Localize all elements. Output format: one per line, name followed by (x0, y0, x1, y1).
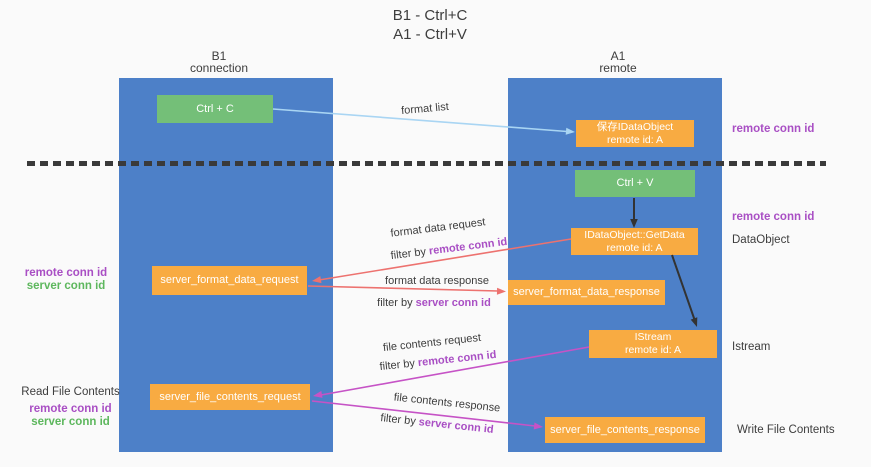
column-b1-name: B1 (211, 49, 227, 63)
column-a1-name: A1 (610, 49, 626, 63)
server-file-contents-request-label: server_file_contents_request (159, 390, 301, 403)
title-line-1: B1 - Ctrl+C (392, 7, 468, 24)
copy-paste-separator-line (27, 161, 826, 166)
node-server-format-data-request: server_format_data_request (152, 266, 307, 295)
getdata-line1: IDataObject::GetData (584, 228, 685, 241)
left-label-group-format: remote conn id server conn id (20, 267, 112, 293)
right-label-remote-conn-id-mid: remote conn id (732, 211, 815, 223)
title-line-2: A1 - Ctrl+V (393, 26, 467, 43)
server-file-contents-response-label: server_file_contents_response (550, 423, 700, 436)
filter-by-text-1: filter by (390, 245, 427, 263)
arrow-format-data-response (307, 285, 506, 295)
column-a1-subtitle: remote (599, 61, 637, 75)
save-idataobject-line1: 保存IDataObject (596, 120, 674, 133)
column-header-b1: B1 connection (149, 50, 289, 74)
filter-remote-conn-id-2: remote conn id (417, 348, 497, 370)
filter-by-text-4: filter by (379, 412, 417, 428)
filter-by-text-2: filter by (377, 297, 413, 309)
left-label-read-file-contents: Read File Contents (21, 386, 120, 398)
flow-label-format-list: format list (400, 100, 450, 118)
diagram-title: B1 - Ctrl+C A1 - Ctrl+V (330, 6, 530, 44)
node-server-file-contents-response: server_file_contents_response (545, 417, 705, 443)
right-label-istream: Istream (732, 341, 771, 353)
right-label-remote-conn-id-top: remote conn id (732, 123, 815, 135)
node-istream: IStream remote id: A (589, 330, 717, 358)
istream-line1: IStream (634, 331, 672, 343)
flow-label-format-data-request: format data request (389, 216, 487, 240)
flow-label-format-data-response: format data response (385, 275, 489, 287)
left-label-server-conn-id-1: server conn id (26, 280, 106, 292)
filter-remote-conn-id-1: remote conn id (428, 235, 508, 258)
node-save-idataobject: 保存IDataObject remote id: A (576, 120, 694, 147)
getdata-line2: remote id: A (606, 241, 663, 254)
column-header-a1: A1 remote (548, 50, 688, 74)
filter-server-conn-id-1: server conn id (415, 297, 491, 309)
server-format-data-request-label: server_format_data_request (160, 274, 299, 286)
ctrl-c-label: Ctrl + C (196, 102, 234, 115)
istream-line2: remote id: A (624, 344, 682, 356)
node-server-format-data-response: server_format_data_response (508, 280, 665, 305)
left-label-remote-conn-id-1: remote conn id (24, 267, 108, 279)
save-idataobject-line2: remote id: A (606, 133, 664, 146)
column-b1-subtitle: connection (189, 61, 249, 75)
node-ctrl-c: Ctrl + C (157, 95, 273, 123)
filter-by-text-3: filter by (379, 357, 416, 374)
right-label-dataobject: DataObject (732, 234, 790, 246)
left-label-remote-conn-id-2: remote conn id (29, 403, 112, 415)
left-label-server-conn-id-2: server conn id (31, 416, 110, 428)
flow-label-file-contents-response: file contents response (393, 391, 501, 415)
ctrl-v-label: Ctrl + V (616, 177, 654, 189)
server-format-data-response-label: server_format_data_response (513, 286, 660, 298)
right-label-write-file-contents: Write File Contents (737, 424, 835, 436)
flow-label-file-contents-request: file contents request (382, 331, 482, 355)
filter-server-conn-id-2: server conn id (418, 416, 495, 436)
left-label-group-file: Read File Contents remote conn id server… (18, 386, 123, 429)
node-server-file-contents-request: server_file_contents_request (150, 384, 310, 410)
node-ctrl-v: Ctrl + V (575, 170, 695, 197)
node-idataobject-getdata: IDataObject::GetData remote id: A (571, 228, 698, 255)
